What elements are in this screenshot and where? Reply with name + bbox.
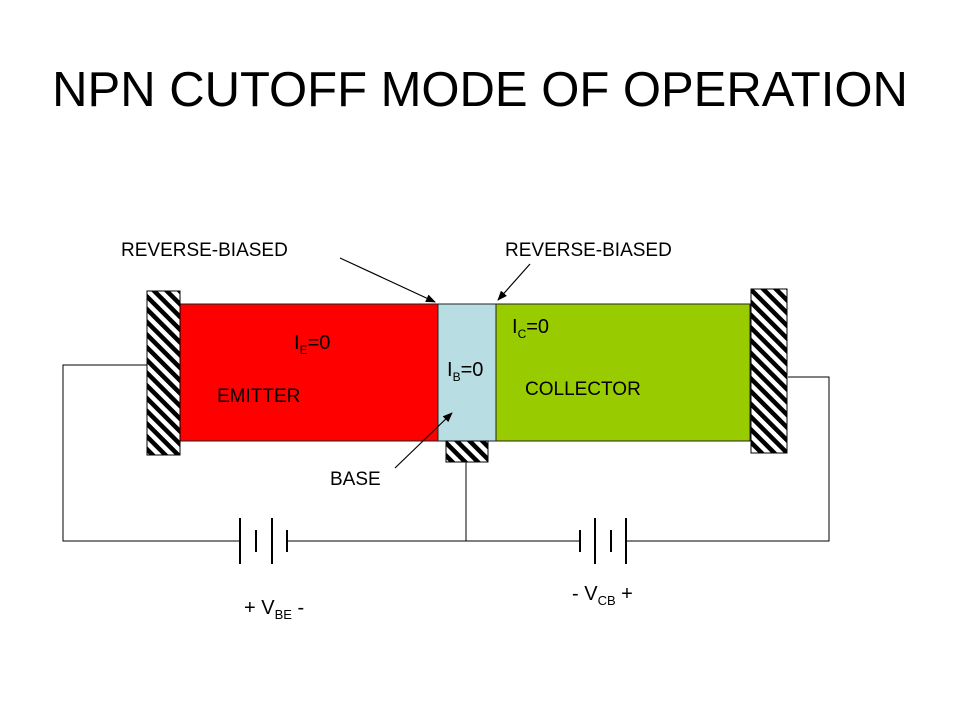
circuit-wires [62, 364, 830, 542]
emitter-contact [146, 290, 181, 456]
emitter-label: EMITTER [217, 386, 300, 407]
vbe-battery [239, 518, 288, 564]
right-junction-arrow [497, 263, 531, 301]
base-arrow [394, 412, 453, 469]
collector-current-label: IC=0 [512, 316, 549, 341]
left-junction-arrow [339, 257, 436, 303]
vcb-label: - VCB + [572, 583, 633, 608]
reverse-biased-left-label: REVERSE-BIASED [121, 240, 288, 261]
emitter-wire [62, 364, 240, 542]
collector-wire [626, 376, 830, 542]
emitter-current-label: IE=0 [294, 332, 330, 357]
base-contact [445, 440, 489, 463]
collector-label: COLLECTOR [525, 379, 641, 400]
base-label: BASE [330, 469, 381, 490]
collector-region [495, 303, 751, 442]
emitter-region [179, 303, 439, 442]
page-title: NPN CUTOFF MODE OF OPERATION [52, 63, 908, 117]
collector-contact [750, 288, 788, 454]
base-current-label: IB=0 [447, 359, 483, 384]
reverse-biased-right-label: REVERSE-BIASED [505, 240, 672, 261]
vbe-label: + VBE - [244, 597, 304, 622]
vcb-battery [579, 518, 627, 564]
